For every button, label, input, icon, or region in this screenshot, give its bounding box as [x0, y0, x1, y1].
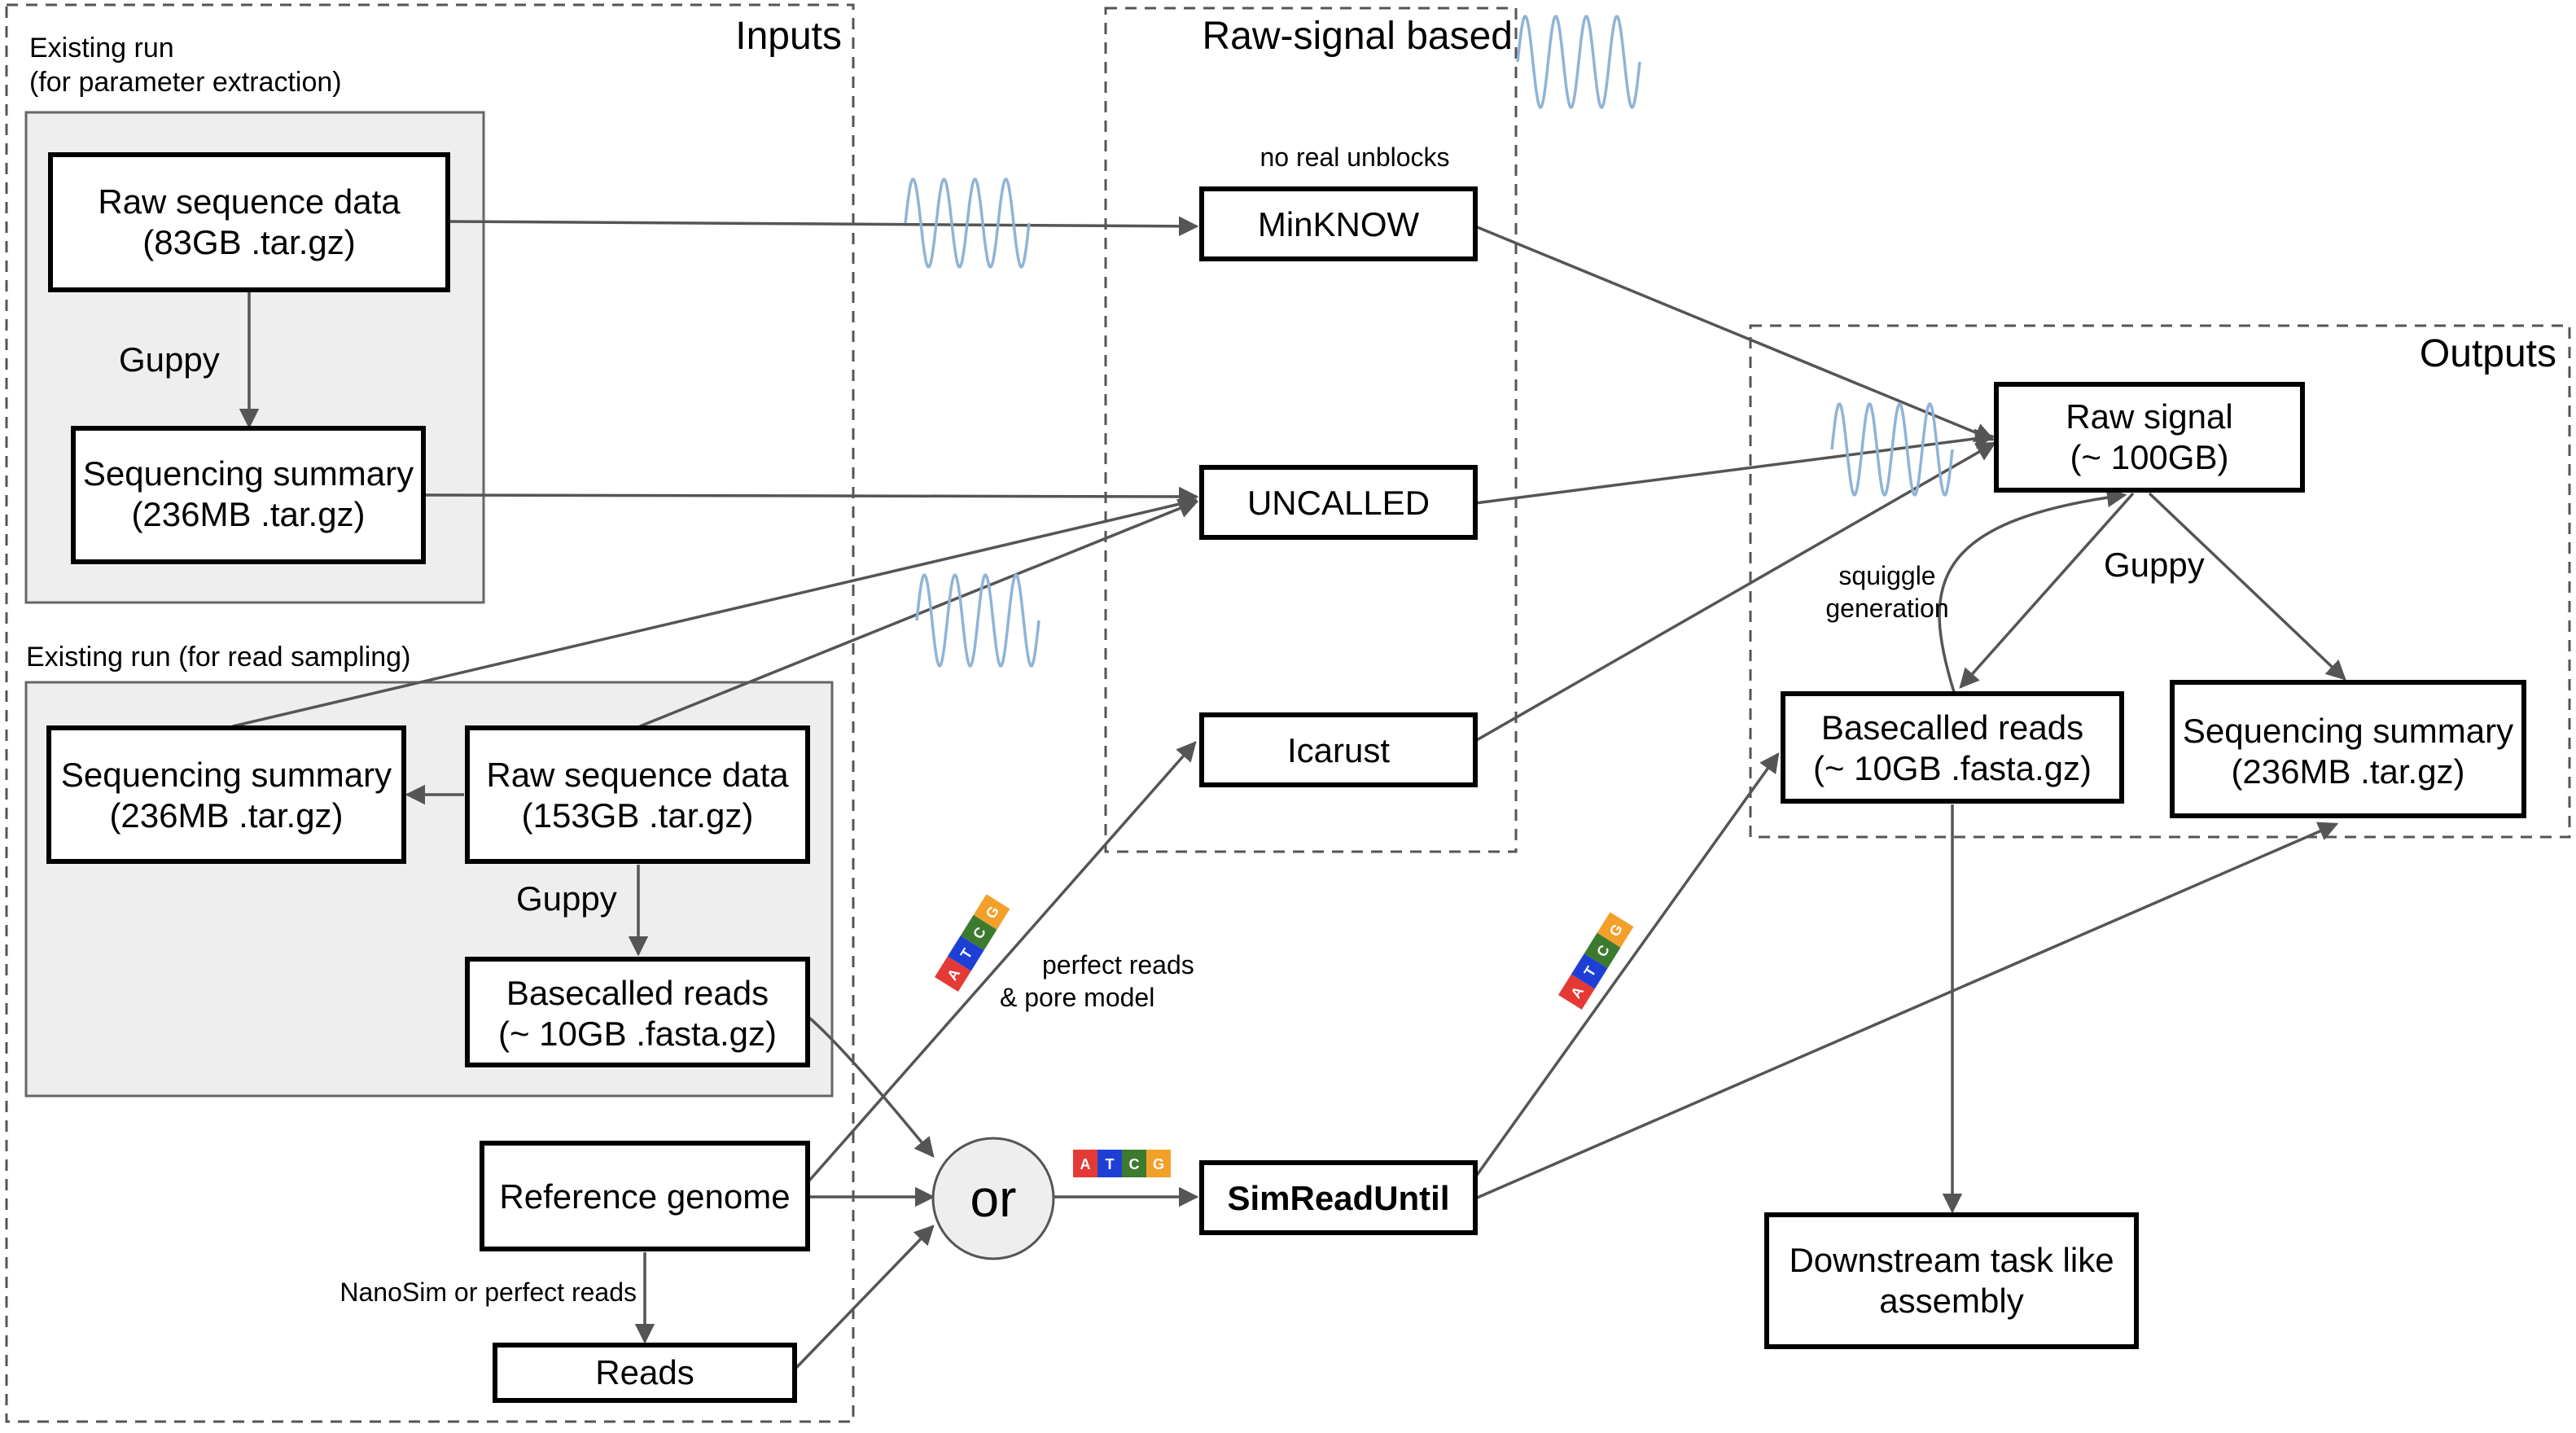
raw-sequence-data-153gb-box — [465, 725, 810, 864]
edge-seqsum2-uncalled — [232, 498, 1198, 728]
downstream-task-title: Downstream task like — [1789, 1241, 2114, 1279]
edge-minknow-rawsignal — [1474, 225, 1996, 442]
sequencing-summary-sampling-box — [46, 725, 406, 864]
raw-sequence-data-83gb-box — [48, 152, 450, 292]
basecalled-reads-output-size: (~ 10GB .fasta.gz) — [1813, 749, 2092, 787]
edge-reference-icarust — [808, 741, 1197, 1182]
no-unblocks-label: no real unblocks — [1260, 142, 1449, 172]
minknow-title: MinKNOW — [1258, 205, 1420, 243]
nanosim-label: NanoSim or perfect reads — [340, 1277, 637, 1307]
basecalled-reads-input-box — [465, 957, 810, 1067]
param-run-sublabel: (for parameter extraction) — [29, 67, 342, 98]
pore-model-label: & pore model — [1000, 983, 1154, 1012]
raw-sequence-data-153gb-size: (153GB .tar.gz) — [522, 796, 754, 835]
sequencing-summary-input-box — [71, 426, 426, 564]
param-run-label: Existing run — [29, 33, 174, 64]
basecalled-reads-output-title: Basecalled reads — [1821, 708, 2083, 747]
nucleotide-t-tile — [1571, 953, 1608, 989]
downstream-task-subtitle: assembly — [1879, 1282, 2023, 1320]
reference-genome-title: Reference genome — [499, 1177, 790, 1216]
signal-wave-icon — [904, 177, 1031, 269]
nucleotide-g-tile — [973, 894, 1010, 930]
edge-simreaduntil-seqsum — [1474, 822, 2339, 1200]
reference-genome-box — [480, 1141, 810, 1251]
reads-title: Reads — [595, 1353, 694, 1391]
edge-basecalled-or — [808, 1016, 935, 1158]
raw-signal-output-size: (~ 100GB) — [2070, 438, 2229, 476]
signal-wave-icon — [1516, 15, 1641, 109]
inputs-title: Inputs — [735, 15, 842, 58]
nucleotide-a-tile — [1073, 1150, 1097, 1177]
sequencing-summary-output-title: Sequencing summary — [2183, 712, 2513, 750]
edge-raw1-minknow — [447, 216, 1199, 237]
sequencing-summary-output-size: (236MB .tar.gz) — [2231, 752, 2464, 791]
raw-sequence-data-153gb-title: Raw sequence data — [486, 756, 789, 794]
nucleotide-a-letter: A — [1080, 1156, 1091, 1172]
icarust-title: Icarust — [1287, 731, 1390, 769]
raw-signal-region — [1104, 7, 1518, 853]
raw-sequence-data-83gb-size: (83GB .tar.gz) — [142, 223, 355, 261]
signal-wave-icon — [1830, 402, 1954, 497]
or-label: or — [970, 1169, 1017, 1228]
raw-signal-output-title: Raw signal — [2066, 397, 2232, 436]
nucleotide-t-tile — [1097, 1150, 1122, 1177]
nucleotide-g-tile — [1597, 912, 1634, 948]
nucleotide-a-tile — [935, 956, 971, 993]
outputs-region — [1749, 324, 2571, 839]
sequencing-summary-sampling-size: (236MB .tar.gz) — [109, 796, 343, 835]
basecalled-reads-input-size: (~ 10GB .fasta.gz) — [498, 1014, 777, 1053]
uncalled-title: UNCALLED — [1247, 484, 1430, 522]
sequencing-summary-sampling-title: Sequencing summary — [61, 756, 392, 794]
raw-signal-output-box — [1994, 382, 2305, 493]
sequencing-summary-output-box — [2170, 680, 2526, 818]
basecalled-reads-output-box — [1781, 691, 2124, 804]
sequencing-summary-input-size: (236MB .tar.gz) — [131, 495, 365, 533]
edge-rawsignal-basecalled — [1959, 492, 2135, 689]
guppy-label-3: Guppy — [2104, 546, 2205, 584]
simreaduntil-title: SimReadUntil — [1227, 1179, 1449, 1217]
edge-icarust-rawsignal — [1474, 441, 1997, 743]
signal-wave-icon — [915, 573, 1040, 668]
signal-waves — [904, 15, 1954, 668]
or-node — [931, 1137, 1055, 1260]
generation-label: generation — [1825, 594, 1948, 623]
nucleotide-a-tile — [1558, 974, 1595, 1010]
edge-seqsum1-uncalled — [423, 486, 1199, 507]
guppy-label-1: Guppy — [119, 340, 220, 379]
nucleotide-t-tile — [947, 936, 984, 971]
nucleotide-c-letter: C — [1129, 1156, 1140, 1172]
edge-rawsignal-seqsum — [2148, 492, 2346, 681]
downstream-task-box — [1764, 1212, 2139, 1349]
edge-simreaduntil-basecalled — [1474, 752, 1780, 1179]
basecalled-reads-input-title: Basecalled reads — [506, 974, 769, 1012]
edge-reads-or — [793, 1225, 935, 1371]
nucleotide-g-tile — [1146, 1150, 1171, 1177]
nucleotide-c-tile — [1122, 1150, 1146, 1177]
squiggle-label: squiggle — [1838, 561, 1935, 590]
simreaduntil-box — [1199, 1160, 1478, 1235]
icarust-box — [1199, 712, 1478, 787]
raw-signal-title: Raw-signal based — [1202, 15, 1513, 58]
raw-sequence-data-83gb-title: Raw sequence data — [98, 182, 401, 221]
nucleotide-c-tile — [1584, 932, 1621, 969]
perfect-reads-label: perfect reads — [1042, 950, 1194, 979]
inputs-region — [5, 3, 855, 1423]
uncalled-box — [1199, 465, 1478, 540]
guppy-label-2: Guppy — [516, 879, 617, 918]
sample-run-label: Existing run (for read sampling) — [26, 642, 410, 673]
reads-box — [493, 1343, 797, 1403]
nucleotide-t-letter: T — [1106, 1156, 1115, 1172]
sequencing-summary-input-title: Sequencing summary — [83, 454, 414, 493]
outputs-title: Outputs — [2420, 332, 2556, 375]
nucleotide-c-tile — [960, 914, 997, 951]
minknow-box — [1199, 186, 1478, 261]
nucleotide-g-letter: G — [1153, 1156, 1164, 1172]
edge-squiggle-generation — [1938, 487, 2127, 693]
